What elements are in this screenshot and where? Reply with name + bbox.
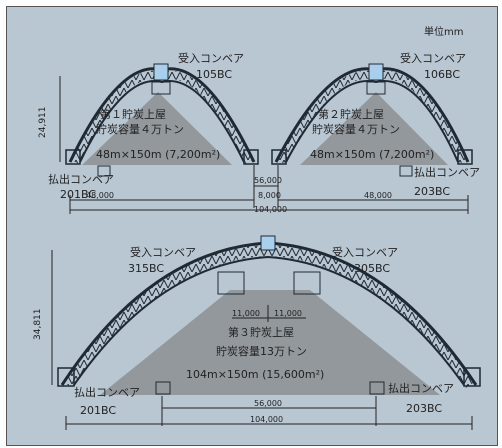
receive-conveyor-1: [153, 63, 169, 81]
top-dimensions: [69, 165, 469, 214]
discharge-code-203-bottom: 203BC: [406, 402, 442, 415]
discharge-label-201-bottom: 払出コンベア: [74, 385, 140, 399]
top-dim-total: 104,000: [254, 205, 287, 214]
coal-pile-2: [300, 92, 448, 165]
receive-label-106: 受入コンベア: [400, 52, 466, 65]
building-3-size: 104m×150m (15,600m²): [186, 368, 324, 381]
receive-code-106: 106BC: [424, 68, 460, 81]
receive-conveyor-2: [368, 63, 384, 81]
bottom-inner-dimensions: [232, 305, 306, 322]
hopper-3a: [217, 271, 245, 295]
receive-label-315: 受入コンベア: [130, 246, 196, 259]
discharge-code-201-bottom: 201BC: [80, 404, 116, 417]
bottom-inner-right: 11,000: [274, 309, 302, 318]
bottom-dim-center: 56,000: [254, 399, 282, 408]
discharge-code-201-top: 201BC: [60, 188, 96, 201]
discharge-label-203-bottom: 払出コンベア: [388, 381, 454, 395]
receive-conveyor-3: [260, 235, 276, 251]
receive-label-105: 受入コンベア: [178, 52, 244, 65]
support-1a: [65, 149, 81, 165]
discharge-box-2: [399, 165, 413, 177]
hopper-3b: [293, 271, 321, 295]
building-1-size: 48m×150m (7,200m²): [96, 148, 220, 161]
support-3b: [463, 367, 481, 387]
building-1: [65, 63, 259, 177]
building-2-title: 第２貯炭上屋: [318, 107, 384, 121]
discharge-code-203-top: 203BC: [414, 185, 450, 198]
building-3-title: 第３貯炭上屋: [228, 325, 294, 339]
building-2: [271, 63, 473, 177]
bottom-inner-left: 11,000: [232, 309, 260, 318]
arch-inner-3: [73, 255, 465, 386]
discharge-box-3a: [155, 381, 171, 395]
building-2-capacity: 貯炭容量４万トン: [312, 122, 400, 136]
top-dim-right-width: 48,000: [364, 191, 392, 200]
discharge-label-203-top: 払出コンベア: [414, 165, 480, 179]
height-label-bottom: 34,811: [33, 309, 43, 341]
support-3a: [57, 367, 75, 387]
building-2-size: 48m×150m (7,200m²): [310, 148, 434, 161]
discharge-label-201-top: 払出コンベア: [48, 172, 114, 186]
bottom-dim-total: 104,000: [250, 415, 283, 424]
hopper-2: [366, 81, 386, 95]
receive-code-105: 105BC: [196, 68, 232, 81]
support-1b: [243, 149, 259, 165]
unit-label: 単位mm: [424, 25, 463, 38]
receive-code-315: 315BC: [128, 262, 164, 275]
discharge-box-1: [97, 165, 111, 177]
top-dim-center: 56,000: [254, 176, 282, 185]
discharge-box-3b: [369, 381, 385, 395]
building-3-capacity: 貯炭容量13万トン: [216, 344, 307, 358]
coal-pile-1: [82, 92, 232, 165]
bottom-dimensions: [65, 396, 473, 430]
support-2a: [271, 149, 287, 165]
support-2b: [457, 149, 473, 165]
top-dim-gap: 8,000: [258, 191, 281, 200]
height-label-top: 24,911: [38, 107, 48, 139]
receive-code-305: 305BC: [354, 262, 390, 275]
coal-pile-3: [100, 290, 440, 395]
hopper-1: [151, 81, 171, 95]
building-1-title: 第１貯炭上屋: [100, 107, 166, 121]
building-3: [57, 235, 481, 395]
building-1-capacity: 貯炭容量４万トン: [96, 122, 184, 136]
receive-label-305: 受入コンベア: [332, 246, 398, 259]
top-dim-left-width: 48,000: [86, 191, 114, 200]
